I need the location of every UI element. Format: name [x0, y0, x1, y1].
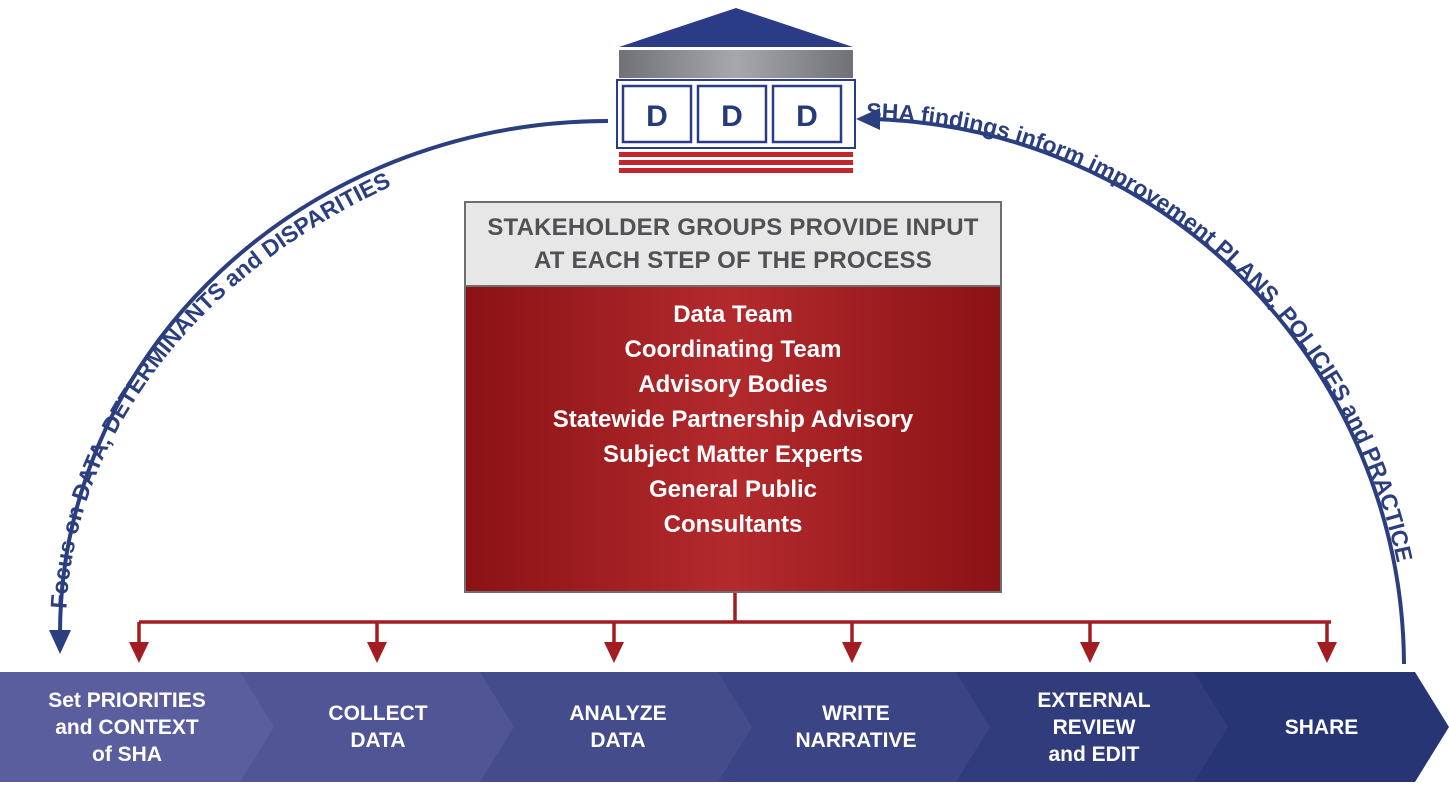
building-letter-1: D — [646, 100, 668, 133]
stakeholder-group-general-public: General Public — [648, 476, 818, 503]
stakeholder-connector — [139, 593, 1331, 624]
stakeholder-group-list: Data Team Coordinating Team Advisory Bod… — [466, 287, 1000, 542]
building-letter-3: D — [796, 100, 818, 133]
stakeholder-group-consultants: Consultants — [663, 511, 803, 538]
step-set-priorities-label: Set PRIORITIES and CONTEXT of SHA — [48, 688, 206, 766]
connector-arrowhead-set-priorities — [129, 642, 149, 663]
stakeholder-group-statewide-partnership: Statewide Partnership Advisory — [552, 406, 914, 433]
process-steps: Set PRIORITIES and CONTEXT of SHA COLLEC… — [0, 672, 1449, 782]
building-letter-2: D — [721, 100, 743, 133]
step-write-narrative-label: WRITE NARRATIVE — [795, 702, 917, 752]
stakeholder-group-coordinating-team: Coordinating Team — [624, 336, 842, 363]
step-analyze-data: ANALYZE DATA — [480, 672, 756, 782]
building-base-2 — [619, 160, 853, 165]
stakeholder-header: STAKEHOLDER GROUPS PROVIDE INPUT AT EACH… — [466, 203, 1000, 287]
step-external-review-label: EXTERNAL REVIEW and EDIT — [1037, 688, 1151, 766]
building-frieze — [619, 50, 853, 78]
connector-arrowhead-analyze-data — [604, 642, 624, 663]
connector-drops — [129, 622, 1337, 663]
connector-arrowhead-write-narrative — [842, 642, 862, 663]
stakeholder-group-subject-matter-experts: Subject Matter Experts — [602, 441, 864, 468]
building-base-3 — [619, 168, 853, 173]
connector-arrowhead-share — [1317, 642, 1337, 663]
stakeholder-header-line-2: AT EACH STEP OF THE PROCESS — [534, 247, 932, 274]
building-icon: D D D — [616, 8, 856, 173]
step-collect-data: COLLECT DATA — [240, 672, 516, 782]
step-share: SHARE — [1194, 672, 1449, 782]
left-arc-arrowhead — [49, 630, 71, 654]
step-external-review: EXTERNAL REVIEW and EDIT — [956, 672, 1232, 782]
stakeholder-group-data-team: Data Team — [673, 301, 793, 328]
stakeholder-header-line-1: STAKEHOLDER GROUPS PROVIDE INPUT — [487, 214, 979, 241]
stakeholder-group-advisory-bodies: Advisory Bodies — [638, 371, 828, 398]
building-column-1 — [621, 84, 693, 144]
connector-arrowhead-external-review — [1080, 642, 1100, 663]
step-collect-data-label: COLLECT DATA — [328, 702, 428, 752]
step-write-narrative: WRITE NARRATIVE — [718, 672, 994, 782]
building-roof — [619, 8, 853, 47]
left-arc-label: Focus on DATA, DETERMINANTS and DISPARIT… — [45, 167, 394, 609]
right-arc-arrow — [873, 117, 1406, 665]
left-arc-arrow — [58, 119, 609, 635]
building-column-3 — [771, 84, 843, 144]
stakeholder-box: STAKEHOLDER GROUPS PROVIDE INPUT AT EACH… — [464, 201, 1002, 593]
step-share-label: SHARE — [1284, 715, 1359, 739]
step-set-priorities: Set PRIORITIES and CONTEXT of SHA — [0, 672, 276, 782]
building-column-2 — [696, 84, 768, 144]
connector-arrowhead-collect-data — [367, 642, 387, 663]
right-arc-arrowhead — [856, 108, 880, 130]
building-base-1 — [619, 152, 853, 157]
step-analyze-data-label: ANALYZE DATA — [569, 702, 667, 752]
